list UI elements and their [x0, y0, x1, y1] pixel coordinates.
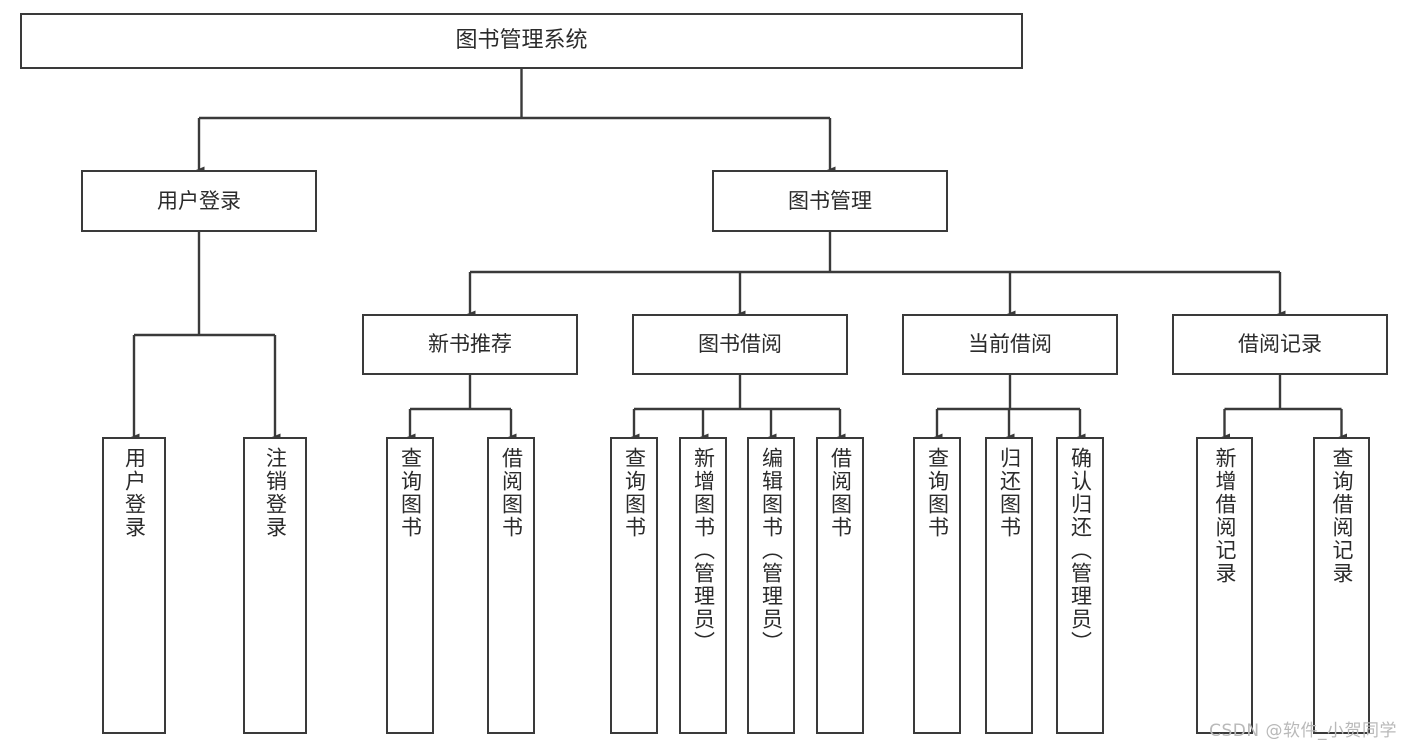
node-borrow-books[interactable]: 借阅图书 — [816, 437, 864, 734]
node-confirm-return-admin[interactable]: 确认归还（管理员） — [1056, 437, 1104, 734]
node-query-books[interactable]: 查询图书 — [386, 437, 434, 734]
node-add-borrow-record[interactable]: 新增借阅记录 — [1196, 437, 1253, 734]
node-label: 图书管理系统 — [455, 28, 588, 54]
node-current-borrowing[interactable]: 当前借阅 — [902, 314, 1118, 375]
node-label: 借阅图书 — [828, 447, 853, 539]
node-label: 确认归还（管理员） — [1068, 447, 1093, 654]
node-label: 用户登录 — [157, 188, 241, 213]
node-book-management[interactable]: 图书管理 — [712, 170, 948, 232]
node-query-books[interactable]: 查询图书 — [913, 437, 961, 734]
node-label: 注销登录 — [263, 447, 288, 539]
node-label: 查询图书 — [925, 447, 950, 539]
node-label: 编辑图书（管理员） — [759, 447, 784, 654]
node-label: 图书管理 — [788, 188, 872, 213]
node-return-books[interactable]: 归还图书 — [985, 437, 1033, 734]
node-book-borrowing[interactable]: 图书借阅 — [632, 314, 848, 375]
node-label: 归还图书 — [997, 447, 1022, 539]
node-label: 新增图书（管理员） — [691, 447, 716, 654]
node-user-login[interactable]: 用户登录 — [102, 437, 166, 734]
node-query-borrow-record[interactable]: 查询借阅记录 — [1313, 437, 1370, 734]
watermark-text: CSDN @软件_小贺同学 — [1209, 721, 1397, 741]
node-user-logout[interactable]: 注销登录 — [243, 437, 307, 734]
node-label: 借阅记录 — [1238, 332, 1322, 357]
node-label: 图书借阅 — [698, 332, 782, 357]
node-label: 查询图书 — [622, 447, 647, 539]
node-label: 借阅图书 — [499, 447, 524, 539]
node-new-book-recommendation[interactable]: 新书推荐 — [362, 314, 578, 375]
node-label: 新增借阅记录 — [1213, 447, 1237, 585]
node-borrow-books[interactable]: 借阅图书 — [487, 437, 535, 734]
node-label: 当前借阅 — [968, 332, 1052, 357]
node-label: 查询借阅记录 — [1330, 447, 1354, 585]
node-library-management-system[interactable]: 图书管理系统 — [20, 13, 1023, 69]
node-borrowing-records[interactable]: 借阅记录 — [1172, 314, 1388, 375]
node-add-book-admin[interactable]: 新增图书（管理员） — [679, 437, 727, 734]
node-label: 新书推荐 — [428, 332, 512, 357]
node-edit-book-admin[interactable]: 编辑图书（管理员） — [747, 437, 795, 734]
node-label: 用户登录 — [122, 447, 147, 539]
node-label: 查询图书 — [398, 447, 423, 539]
node-query-books[interactable]: 查询图书 — [610, 437, 658, 734]
node-user-login[interactable]: 用户登录 — [81, 170, 317, 232]
